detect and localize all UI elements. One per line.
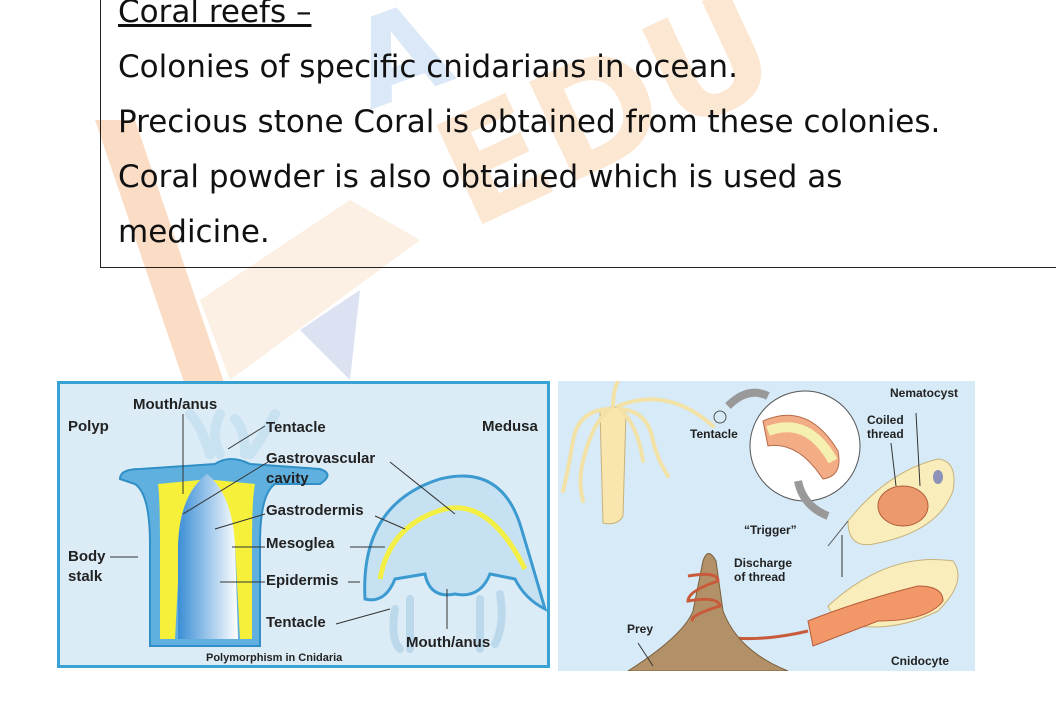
figure-caption: Polymorphism in Cnidaria [206, 652, 343, 664]
polyp-medusa-illustration [110, 409, 548, 653]
label-mouth-anus-bottom: Mouth/anus [406, 634, 491, 651]
label-cnidocyte: Cnidocyte [891, 654, 950, 668]
label-discharge: Discharge [734, 556, 793, 570]
nematocyst-cell-2 [717, 558, 959, 647]
label-of-thread: of thread [734, 570, 786, 584]
hydra-shape [561, 381, 727, 525]
leader-lines [110, 414, 456, 629]
label-body: Body [68, 548, 106, 565]
note-line: Coral powder is also obtained which is u… [118, 159, 843, 195]
note-line: medicine. [118, 214, 270, 250]
label-mesoglea: Mesoglea [266, 535, 335, 552]
arrow-trigger [794, 480, 830, 520]
label-mouth-anus-top: Mouth/anus [133, 396, 218, 413]
cnidocyte-illustration [561, 381, 959, 671]
label-epidermis: Epidermis [266, 572, 339, 589]
label-tentacle-bottom: Tentacle [266, 614, 326, 631]
cnidocyte-diagram: Nematocyst Coiled thread Tentacle “Trigg… [558, 381, 975, 671]
label-tentacle-top: Tentacle [266, 419, 326, 436]
nematocyst-cell-1 [827, 458, 955, 547]
polyp-label: Polyp [68, 418, 109, 435]
label-stalk: stalk [68, 568, 103, 585]
note-heading: Coral reefs – [118, 0, 312, 30]
polyp-shape [118, 409, 329, 647]
label-thread: thread [867, 427, 904, 441]
tentacle-closeup [749, 390, 861, 502]
polymorphism-diagram: Polyp Medusa Mouth/anus Tentacle Gastrov… [57, 381, 550, 668]
medusa-shape [363, 474, 548, 653]
label-prey: Prey [627, 622, 654, 636]
label-gastrodermis: Gastrodermis [266, 502, 364, 519]
arrow-zoom [725, 388, 770, 409]
label-tentacle: Tentacle [690, 427, 738, 441]
label-cavity: cavity [266, 470, 309, 487]
note-line: Colonies of specific cnidarians in ocean… [118, 49, 738, 85]
label-nematocyst: Nematocyst [890, 386, 959, 400]
note-line: Precious stone Coral is obtained from th… [118, 104, 941, 140]
note-box: Coral reefs – Colonies of specific cnida… [100, 0, 1056, 268]
label-trigger: “Trigger” [744, 523, 797, 537]
label-gastrovascular: Gastrovascular [266, 450, 376, 467]
label-coiled: Coiled [867, 413, 904, 427]
medusa-label: Medusa [482, 418, 538, 435]
prey-shape [627, 553, 789, 671]
